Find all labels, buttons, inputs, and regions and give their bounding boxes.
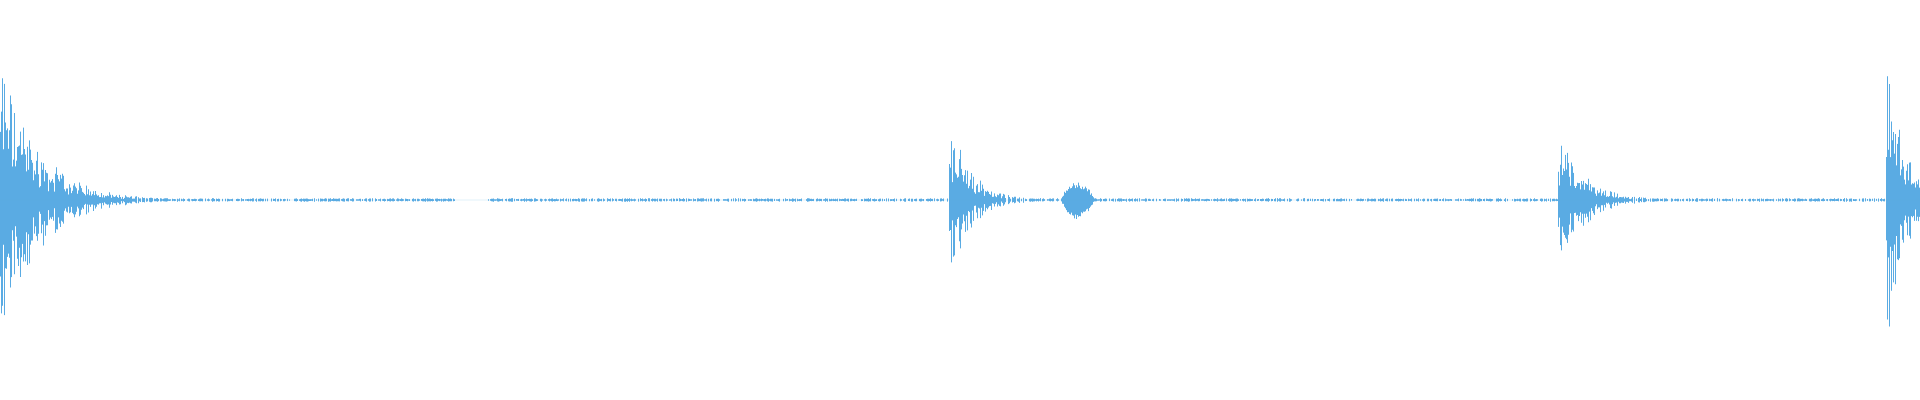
waveform-path <box>0 76 1920 327</box>
waveform-trace <box>0 76 1920 327</box>
